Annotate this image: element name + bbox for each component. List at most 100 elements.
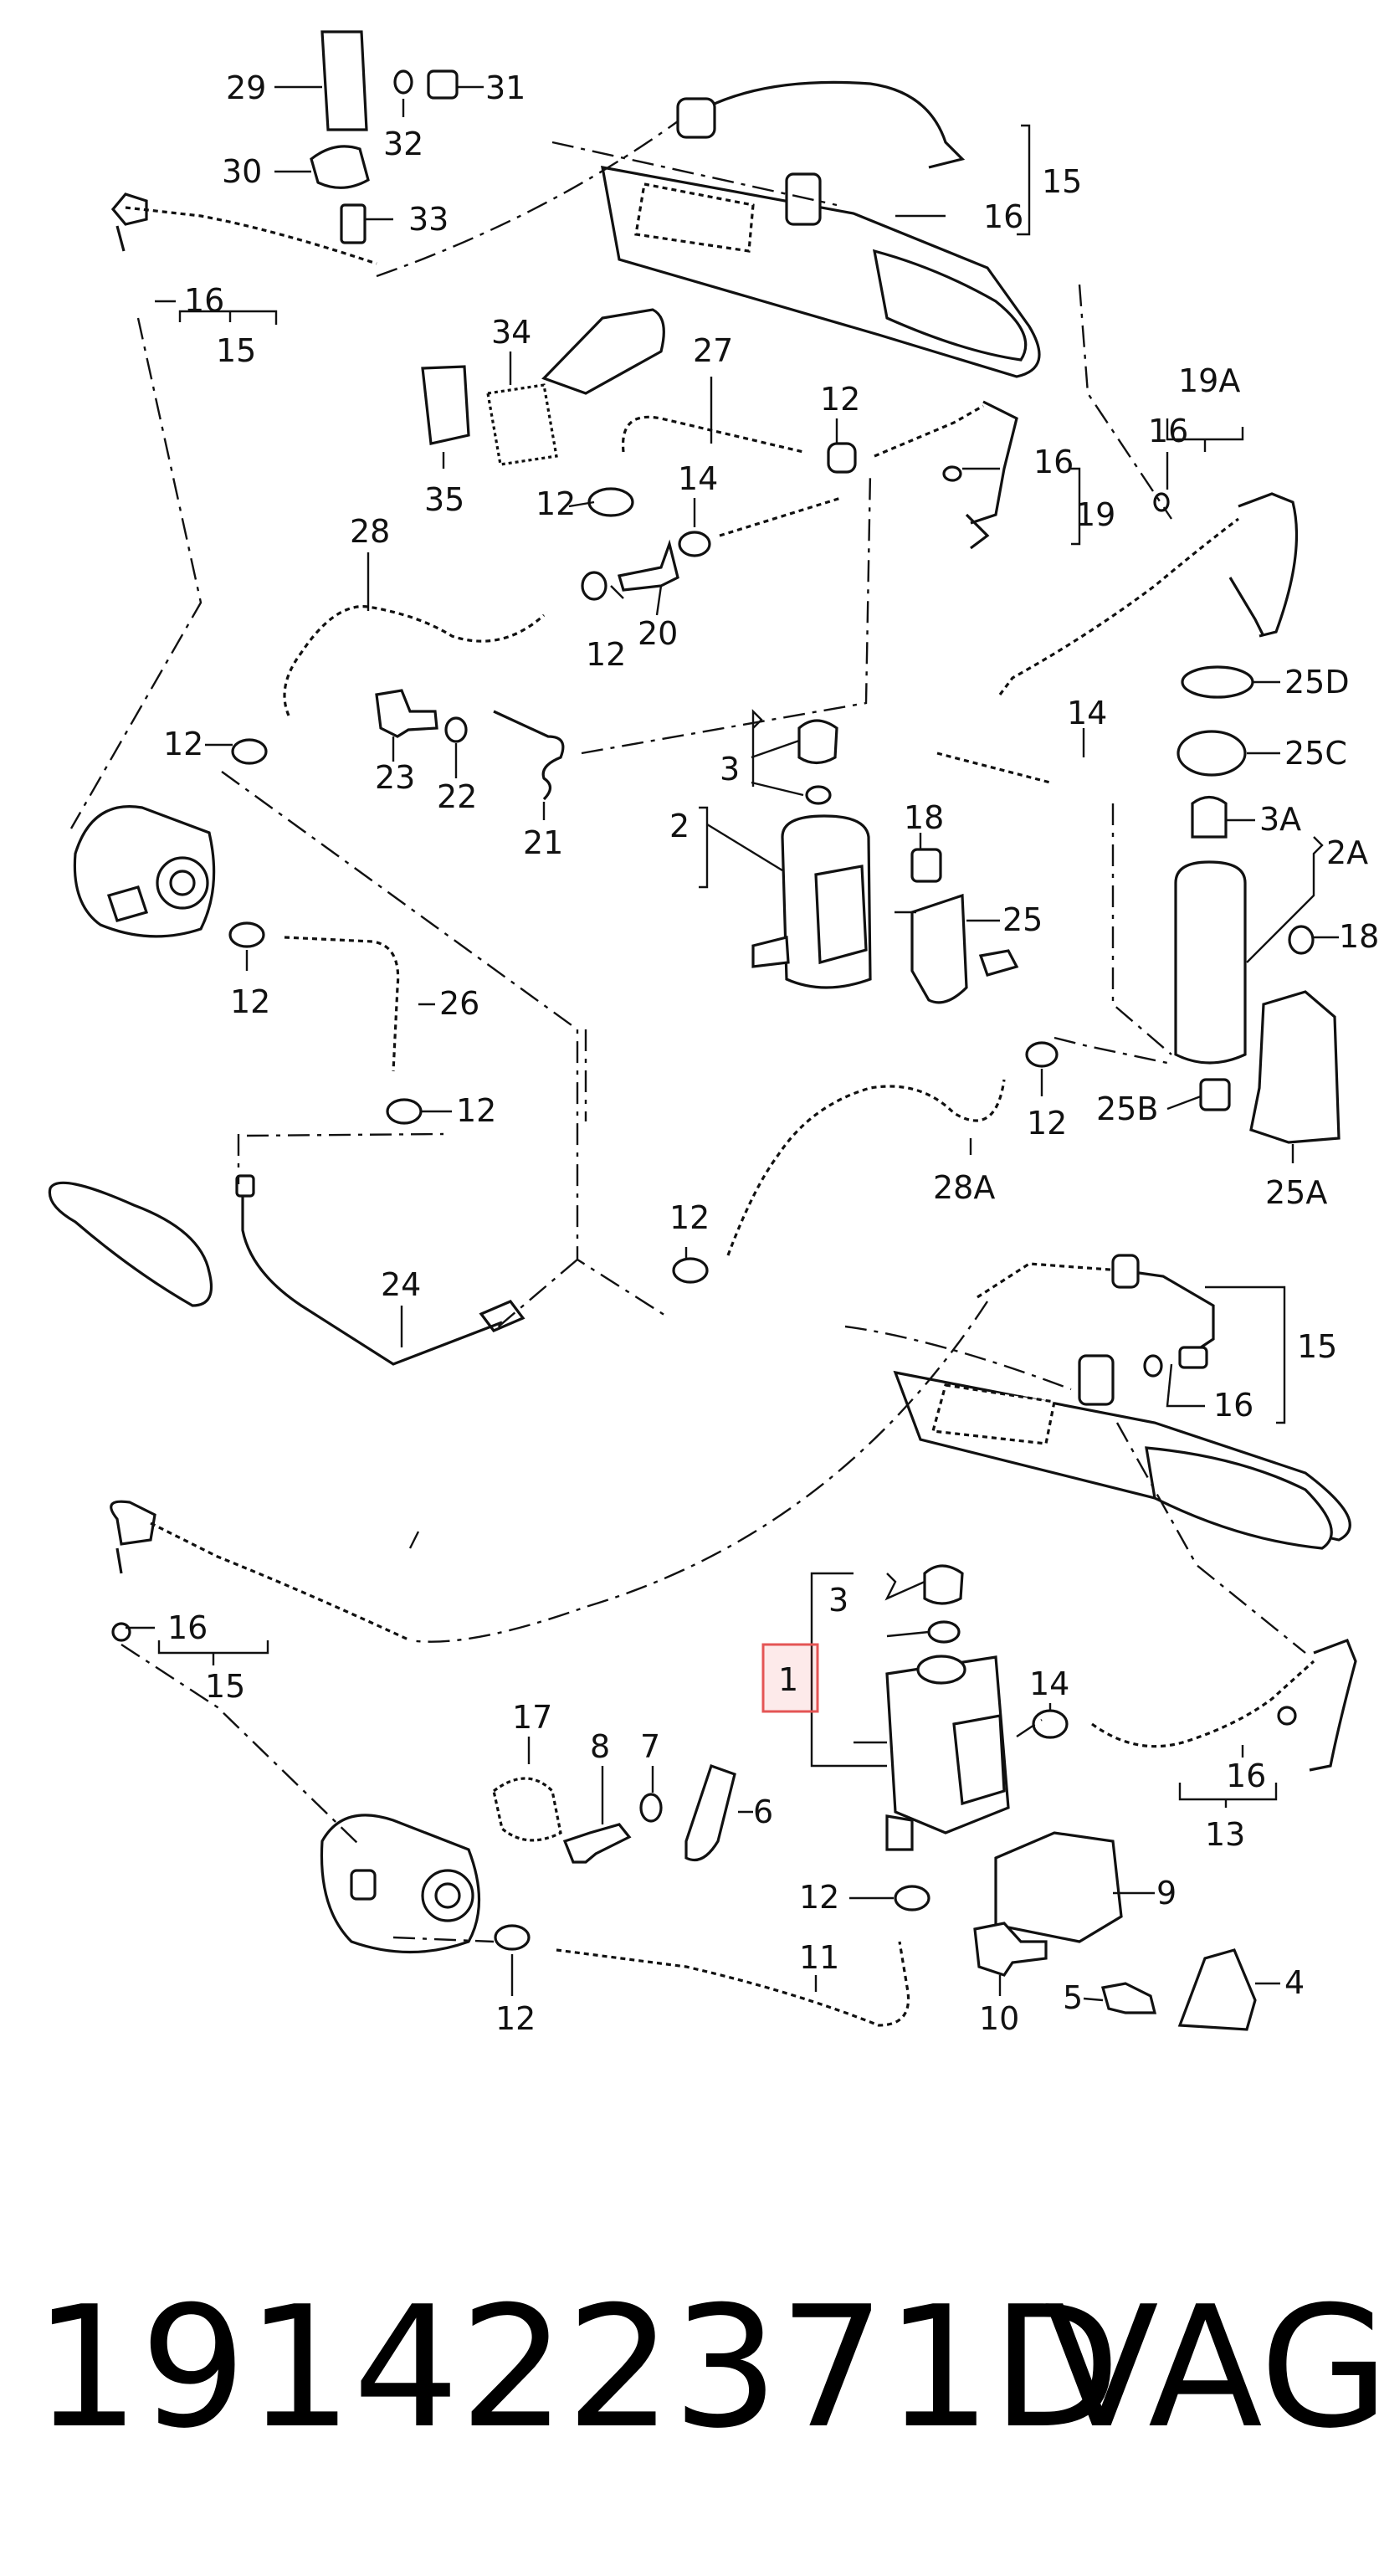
callout-17: 17 (512, 1699, 552, 1736)
callout-33: 33 (408, 201, 449, 238)
nut-18 (910, 848, 942, 883)
lower-assembly (110, 1254, 1357, 2031)
callout-16: 16 (184, 282, 224, 319)
callout-16: 16 (1148, 413, 1188, 449)
pressure-hose-top-left (125, 206, 377, 265)
callout-21: 21 (523, 824, 563, 861)
bolt-33 (340, 203, 367, 244)
callout-12: 12 (495, 2000, 536, 2037)
callout-16: 16 (1033, 444, 1074, 480)
callout-2A: 2A (1326, 834, 1368, 871)
callout-20: 20 (638, 615, 678, 652)
clamp-17 (492, 1777, 562, 1842)
callout-9: 9 (1156, 1875, 1177, 1911)
cap-3-lower (923, 1564, 964, 1605)
callout-16: 16 (1226, 1758, 1266, 1794)
callout-32: 32 (383, 126, 423, 162)
callout-18: 18 (904, 799, 944, 836)
callout-25A: 25A (1265, 1174, 1327, 1211)
bracket-9 (994, 1831, 1123, 1943)
callout-12: 12 (669, 1199, 710, 1236)
upper-assembly (48, 30, 1341, 1366)
callout-15: 15 (205, 1668, 245, 1705)
callout-25: 25 (1002, 901, 1043, 938)
callout-12: 12 (1027, 1105, 1067, 1142)
cap-3-upper (797, 719, 838, 765)
gasket-34 (486, 383, 558, 466)
bolt-5 (1100, 1982, 1157, 2014)
callout-16: 16 (983, 198, 1023, 235)
part-number: 191422371D (33, 2271, 1121, 2466)
bolt-8 (562, 1823, 632, 1864)
callout-12: 12 (586, 636, 626, 673)
callout-15: 15 (1042, 163, 1082, 200)
clip-21 (493, 710, 565, 801)
callout-12: 12 (456, 1092, 496, 1129)
callout-30: 30 (222, 153, 262, 190)
callout-15: 15 (1297, 1328, 1337, 1365)
bracket-4 (1177, 1948, 1257, 2031)
cap-3A (1191, 795, 1228, 839)
washer-32 (393, 69, 413, 95)
callout-23: 23 (375, 759, 415, 796)
callout-19: 19 (1075, 496, 1115, 533)
callout-15: 15 (216, 332, 256, 369)
callout-26: 26 (439, 985, 479, 1022)
callout-12: 12 (230, 983, 270, 1020)
hose-27 (621, 415, 804, 454)
callout-35: 35 (424, 481, 464, 518)
callout-25D: 25D (1284, 664, 1350, 700)
callout-14: 14 (1067, 695, 1107, 731)
callout-19A: 19A (1178, 362, 1240, 399)
seal-25C (1177, 730, 1247, 777)
clip-6 (684, 1763, 736, 1862)
callout-25B: 25B (1096, 1090, 1158, 1127)
callout-28: 28 (350, 513, 390, 550)
callout-6: 6 (753, 1793, 773, 1830)
callout-8: 8 (590, 1728, 610, 1765)
bracket-25 (910, 893, 968, 1004)
callout-7: 7 (640, 1728, 660, 1765)
bracket-25A (1249, 990, 1341, 1144)
callout-12: 12 (163, 726, 203, 762)
bolt-10 (973, 1922, 1048, 1977)
hose-19A (998, 517, 1239, 695)
callout-13: 13 (1205, 1816, 1245, 1853)
callout-10: 10 (979, 2000, 1019, 2037)
callout-labels: 29 32 31 30 33 16 15 15 16 34 27 12 16 1… (163, 69, 1379, 2037)
clamp-30 (310, 145, 370, 189)
callout-34: 34 (491, 314, 531, 351)
hose-26 (284, 936, 400, 1072)
reservoir-2A (1174, 860, 1247, 1065)
hose-28A (726, 1079, 1006, 1256)
callout-14: 14 (1029, 1665, 1069, 1702)
callout-2: 2 (669, 808, 690, 844)
callout-3A: 3A (1259, 801, 1301, 838)
bracket-35 (421, 365, 470, 445)
callout-28A: 28A (933, 1169, 995, 1206)
return-pipe-24 (48, 1181, 213, 1307)
callout-12: 12 (820, 381, 860, 418)
callout-12: 12 (799, 1879, 839, 1916)
hose-13 (1091, 1660, 1315, 1748)
bracket-29 (320, 30, 368, 131)
pressure-hose-lower-left (150, 1521, 411, 1642)
callout-29: 29 (226, 69, 266, 106)
bolt-23 (375, 689, 438, 738)
washer-22 (444, 716, 468, 743)
callout-31: 31 (485, 69, 525, 106)
grommet-25B (1199, 1078, 1231, 1111)
brand-name: VAG (1044, 2271, 1379, 2466)
callout-3: 3 (828, 1582, 848, 1619)
callout-22: 22 (437, 778, 477, 815)
leader-lines (126, 85, 1339, 2002)
callout-1: 1 (778, 1661, 798, 1698)
hose-28 (283, 605, 546, 716)
callout-3: 3 (720, 751, 740, 788)
t-fitting-20 (617, 539, 679, 592)
callout-4: 4 (1284, 1964, 1305, 2001)
callout-14: 14 (678, 460, 718, 497)
callout-18: 18 (1339, 918, 1379, 955)
callout-11: 11 (799, 1939, 839, 1976)
